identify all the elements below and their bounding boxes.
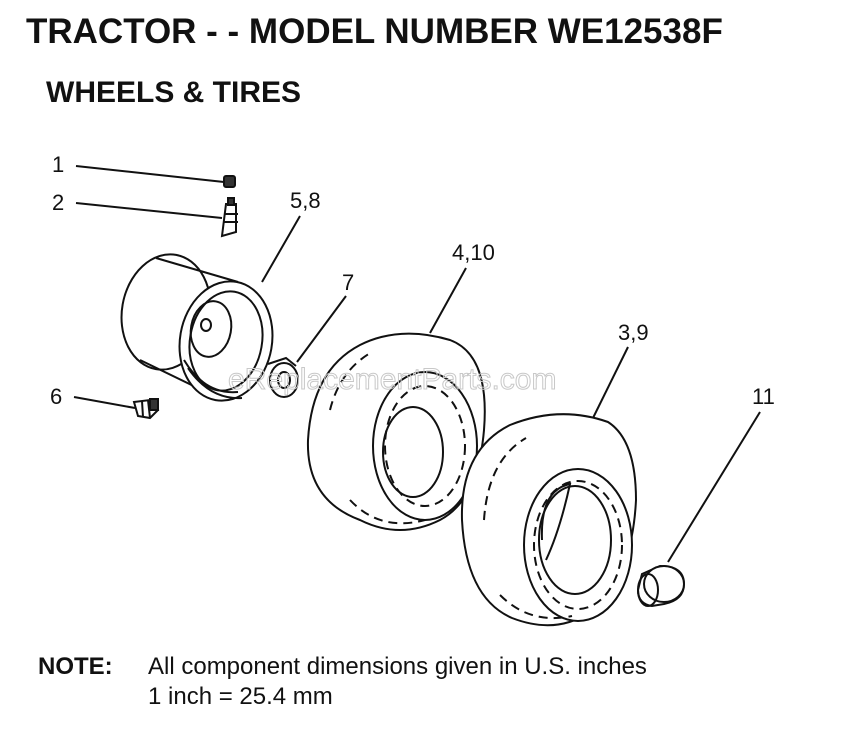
leader-2 xyxy=(75,202,223,219)
callout-7: 7 xyxy=(342,270,354,295)
callout-1: 1 xyxy=(52,152,64,177)
wheel-rim-part xyxy=(120,253,274,402)
note-label: NOTE: xyxy=(38,653,113,680)
leader-3-9 xyxy=(591,346,629,421)
leader-7 xyxy=(296,295,347,363)
note-block: NOTE: All component dimensions given in U… xyxy=(38,652,647,712)
callout-2: 2 xyxy=(52,190,64,215)
front-tire-part xyxy=(306,332,486,531)
leader-4-10 xyxy=(429,267,467,334)
section-title: WHEELS & TIRES xyxy=(46,76,302,109)
callout-4-10: 4,10 xyxy=(452,240,495,265)
bearing-part xyxy=(636,564,686,608)
leader-1 xyxy=(75,165,225,183)
bolt-part xyxy=(132,398,160,420)
bushing-part xyxy=(267,356,299,398)
valve-stem-part xyxy=(220,197,238,238)
note-line-2: 1 inch = 25.4 mm xyxy=(148,683,333,710)
callout-6: 6 xyxy=(50,384,62,409)
leader-5-8 xyxy=(261,215,301,283)
callout-5-8: 5,8 xyxy=(290,188,321,213)
page-title: TRACTOR - - MODEL NUMBER WE12538F xyxy=(26,12,723,51)
leader-6 xyxy=(73,396,136,409)
note-text-1: All component dimensions given in U.S. i… xyxy=(148,653,647,680)
wheels-tires-diagram: eReplacementParts.com 1 2 5,8 7 4,10 3,9… xyxy=(50,152,775,627)
watermark: eReplacementParts.com xyxy=(228,363,556,396)
note-line-1: NOTE: All component dimensions given in U… xyxy=(38,652,647,682)
callout-11: 11 xyxy=(752,384,775,409)
leader-11 xyxy=(667,411,761,563)
valve-cap-part xyxy=(223,175,236,188)
rear-tire-part xyxy=(460,413,638,627)
callout-3-9: 3,9 xyxy=(618,320,649,345)
